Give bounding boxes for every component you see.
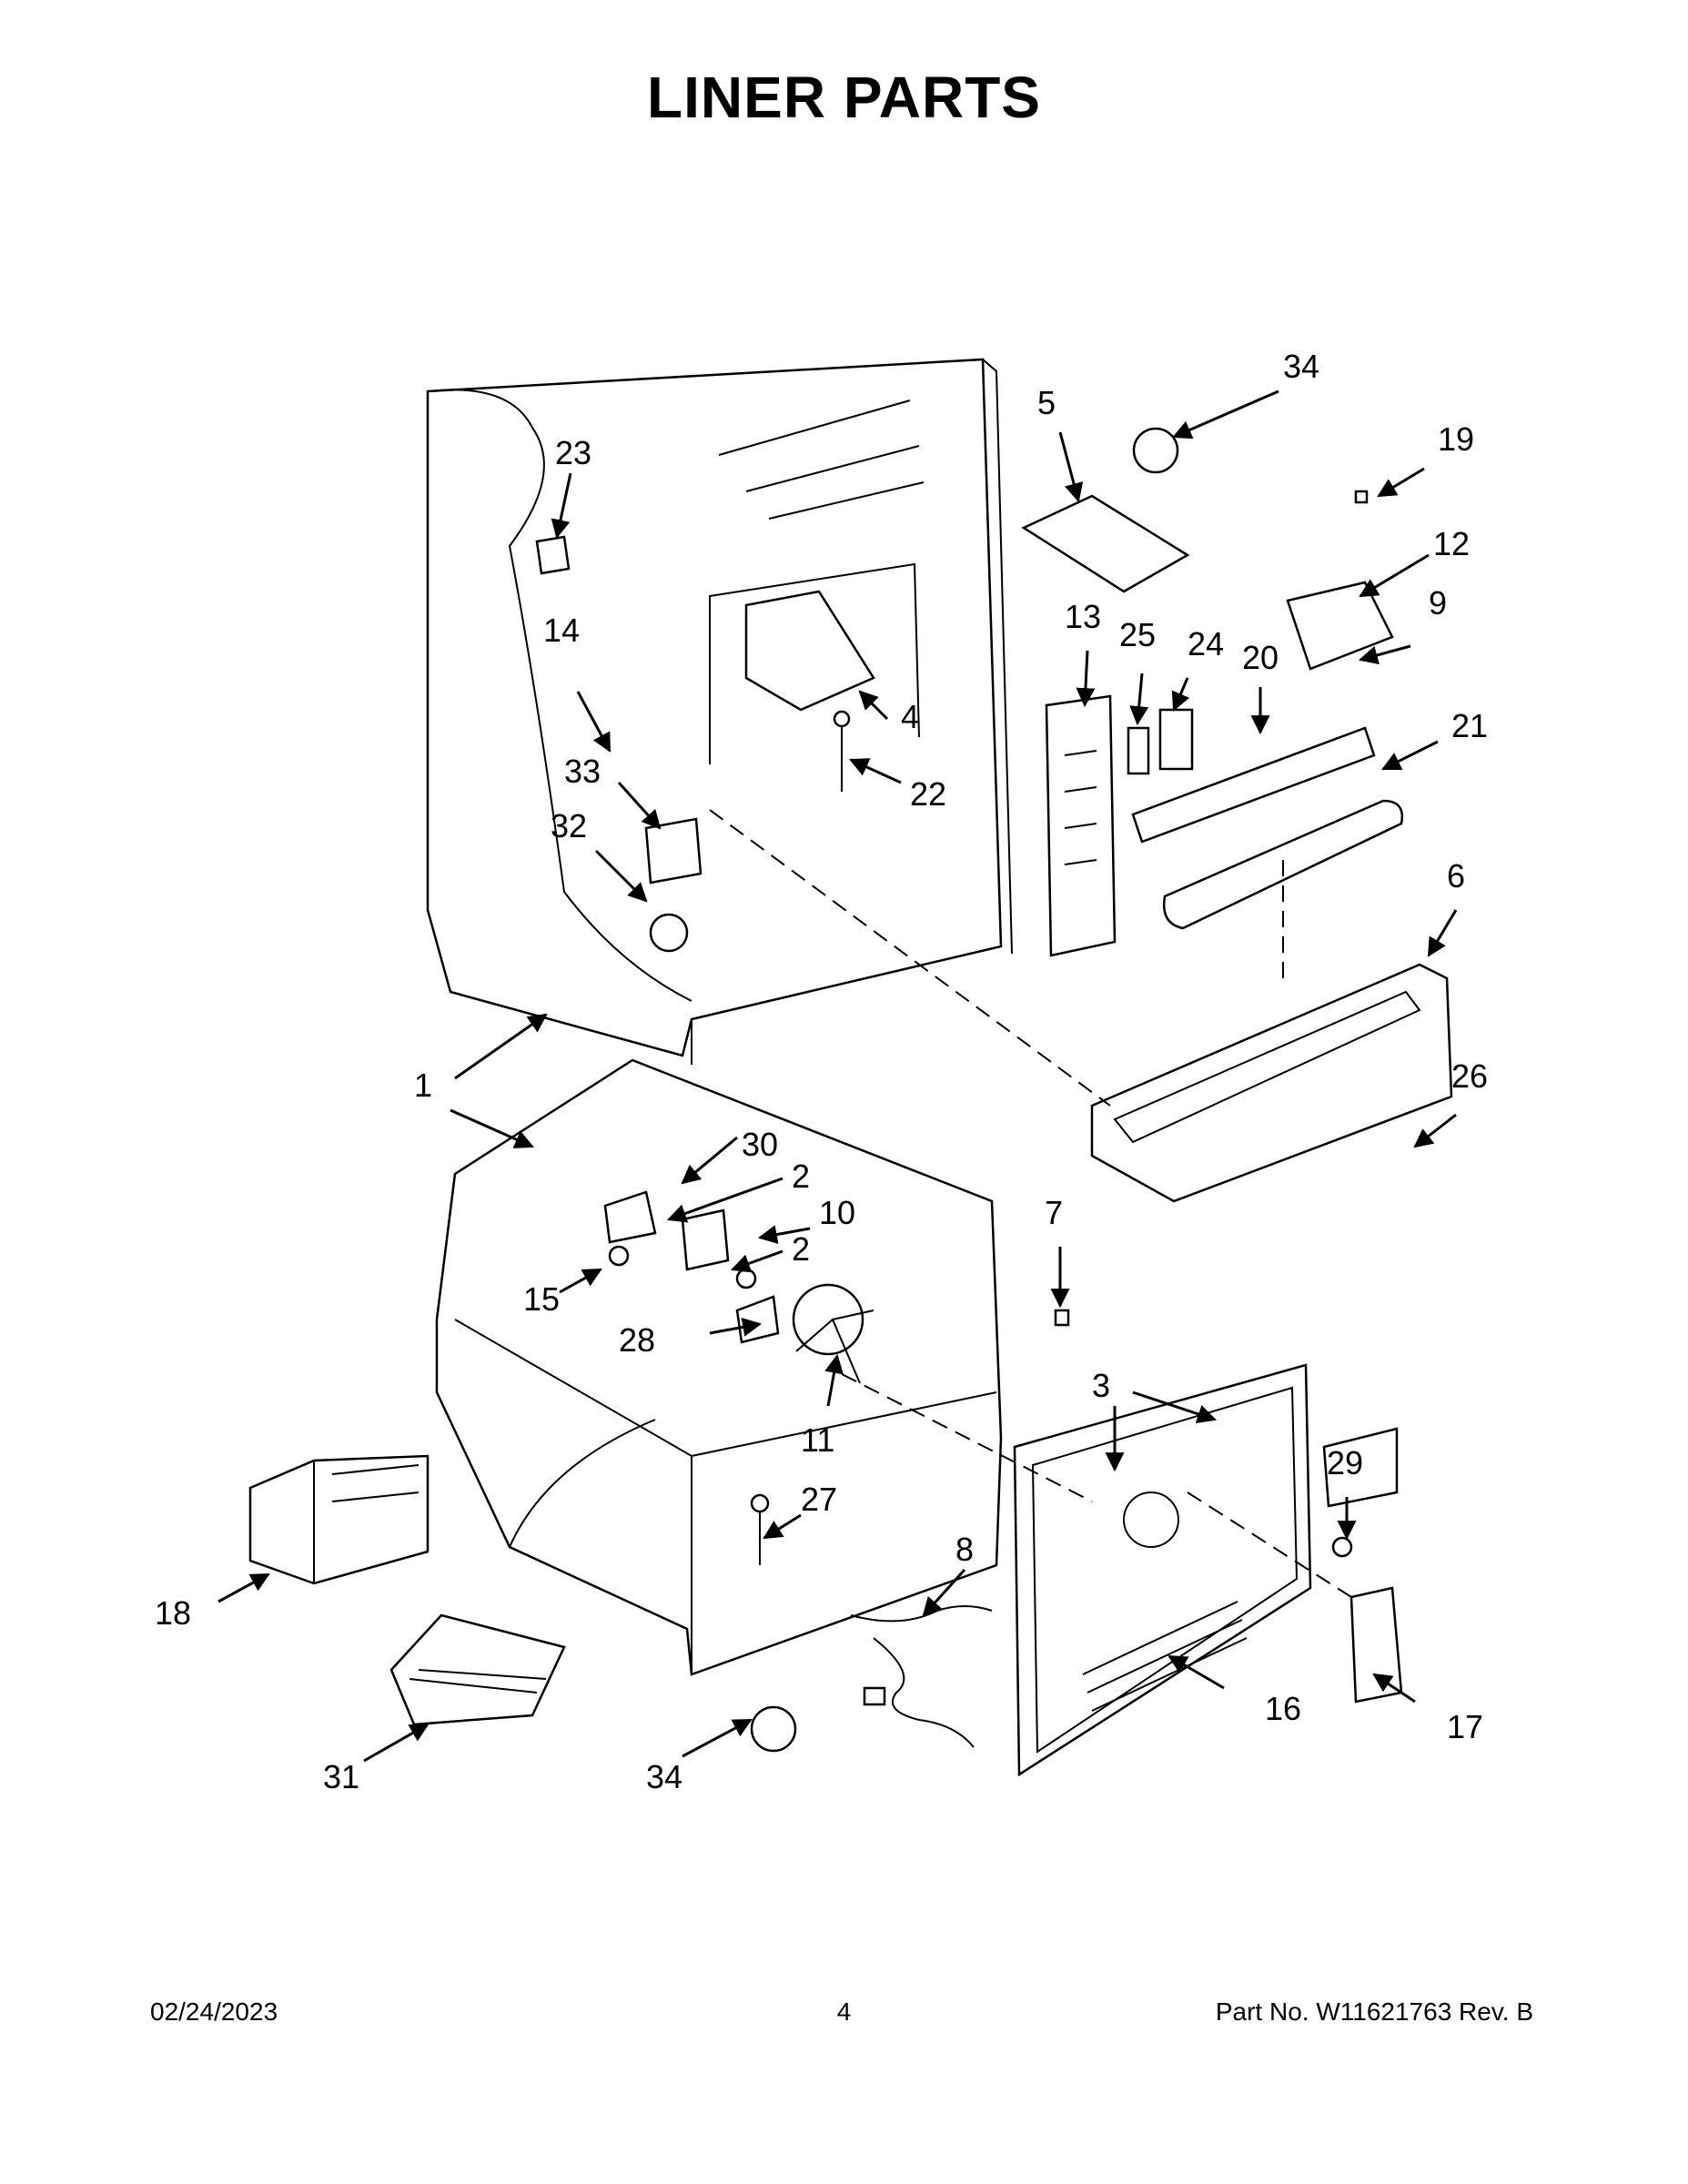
callout-32: 32 <box>551 807 587 844</box>
air-tower-housing <box>1045 694 1117 957</box>
callout-22: 22 <box>910 775 946 813</box>
callout-31: 31 <box>323 1758 359 1795</box>
callout-3: 3 <box>1092 1367 1110 1404</box>
callout-23: 23 <box>555 434 591 471</box>
footer-part-number: Part No. W11621763 Rev. B <box>1215 1997 1533 2026</box>
callout-12: 12 <box>1433 525 1470 562</box>
callout-7: 7 <box>1045 1194 1063 1231</box>
callout-28: 28 <box>619 1321 655 1359</box>
footer-page-number: 4 <box>836 1997 852 2026</box>
callout-10: 10 <box>819 1194 855 1231</box>
callout-17: 17 <box>1447 1708 1483 1745</box>
callout-14: 14 <box>543 612 580 649</box>
callout-11: 11 <box>801 1421 834 1459</box>
callout-labels: 1 2 2 3 3 4 5 6 7 8 9 10 11 12 13 14 15 … <box>155 348 1488 1795</box>
leader-arrows <box>217 389 1458 1763</box>
callout-21: 21 <box>1451 707 1488 744</box>
callout-2: 2 <box>792 1158 810 1195</box>
callout-34: 34 <box>1283 348 1319 385</box>
callout-26: 26 <box>1451 1057 1488 1095</box>
page-title: LINER PARTS <box>647 65 1041 130</box>
freezer-liner <box>435 1058 1003 1676</box>
wire-harness <box>850 1605 993 1748</box>
callout-29: 29 <box>1327 1444 1363 1481</box>
alignment-lines <box>709 809 1352 1598</box>
callout-5: 5 <box>1037 384 1056 421</box>
callout-19: 19 <box>1438 420 1474 458</box>
callout-13: 13 <box>1065 598 1101 635</box>
callout-1: 1 <box>414 1067 432 1104</box>
ice-maker <box>248 1454 430 1585</box>
callout-9: 9 <box>1429 584 1447 622</box>
ice-bin <box>389 1613 566 1726</box>
callout-20: 20 <box>1242 639 1279 676</box>
footer-date: 02/24/2023 <box>150 1997 278 2026</box>
callout-25: 25 <box>1119 616 1156 653</box>
callout-2: 2 <box>792 1230 810 1268</box>
callout-27: 27 <box>801 1481 837 1518</box>
fresh-food-liner <box>426 358 1013 1065</box>
callout-16: 16 <box>1265 1690 1301 1727</box>
callout-8: 8 <box>955 1531 974 1568</box>
callout-24: 24 <box>1188 625 1224 662</box>
callout-18: 18 <box>155 1594 191 1632</box>
pantry-drawer-frame <box>1090 963 1453 1203</box>
callout-6: 6 <box>1447 857 1465 895</box>
callout-34: 34 <box>646 1758 682 1795</box>
callout-30: 30 <box>742 1126 778 1163</box>
callout-33: 33 <box>564 753 601 790</box>
small-parts <box>535 427 1403 1753</box>
callout-15: 15 <box>523 1280 560 1318</box>
callout-4: 4 <box>901 698 919 735</box>
